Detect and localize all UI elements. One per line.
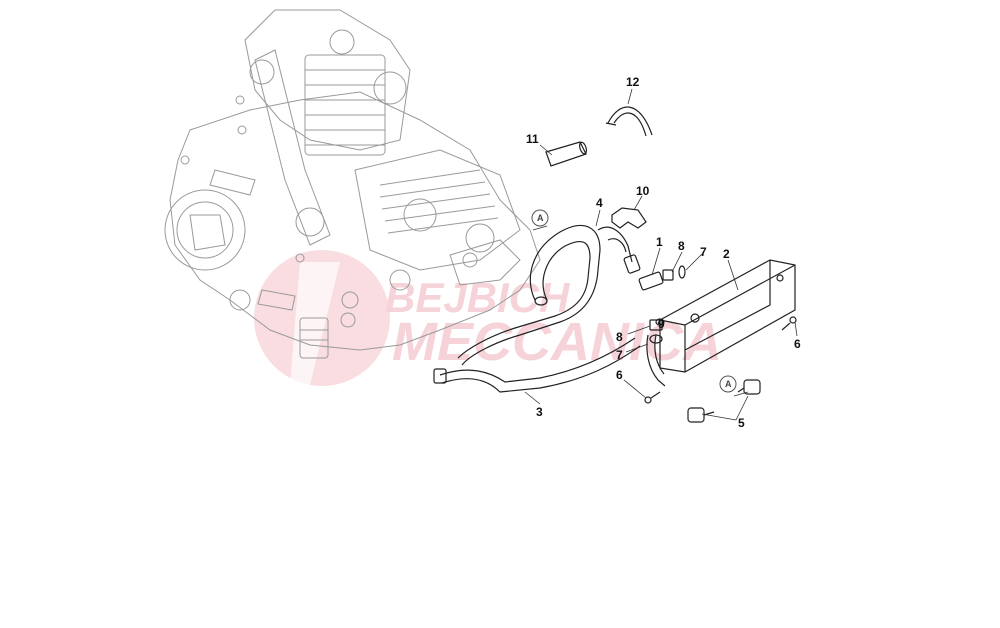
callout-7-bottom: 7 xyxy=(616,348,623,362)
callout-12: 12 xyxy=(626,75,640,89)
sleeve-11 xyxy=(545,141,588,167)
callout-9: 9 xyxy=(658,317,665,331)
callout-8-bottom: 8 xyxy=(616,330,623,344)
watermark-line2: MECCANICA xyxy=(392,312,722,372)
oil-hose-4 xyxy=(457,224,641,366)
callout-2: 2 xyxy=(723,247,730,261)
engine-drawing xyxy=(164,9,541,359)
bolts-6 xyxy=(644,316,797,404)
ref-a-label: A xyxy=(537,213,544,223)
oil-cooler-2 xyxy=(646,259,796,387)
reference-marker-a-engine: A xyxy=(531,209,549,231)
callout-4: 4 xyxy=(596,196,603,210)
callout-6-left: 6 xyxy=(616,368,623,382)
callout-8-top: 8 xyxy=(678,239,685,253)
clamp-12 xyxy=(605,106,653,137)
callout-11: 11 xyxy=(526,132,539,146)
leader-lines xyxy=(524,88,798,421)
callout-5: 5 xyxy=(738,416,745,430)
callout-7-top: 7 xyxy=(700,245,707,259)
oil-hose-3 xyxy=(433,337,641,393)
callout-labels: 1 2 3 4 5 6 6 7 7 8 8 9 10 11 12 xyxy=(526,75,801,430)
callout-6-right: 6 xyxy=(794,337,801,351)
reference-marker-a-cooler: A xyxy=(719,375,749,397)
fittings-group xyxy=(611,207,686,344)
callout-1: 1 xyxy=(656,235,663,249)
callout-10: 10 xyxy=(636,184,650,198)
ref-a-label: A xyxy=(725,379,732,389)
callout-3: 3 xyxy=(536,405,543,419)
